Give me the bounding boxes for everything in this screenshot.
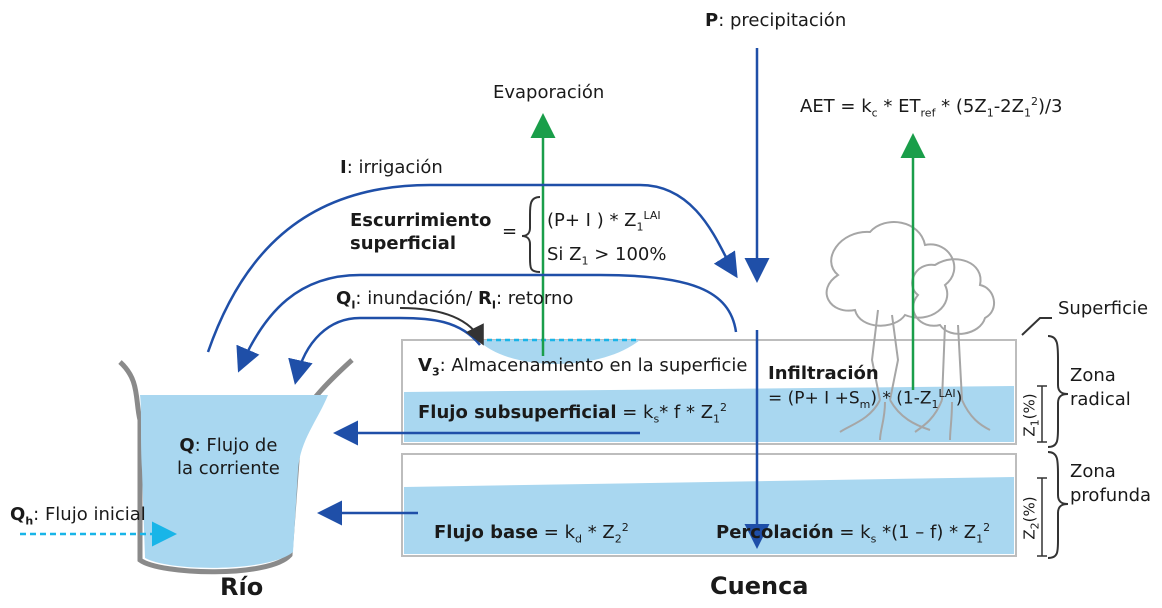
- precipitation-label: P: precipitación: [705, 10, 847, 31]
- superficie-leader: [1021, 317, 1052, 336]
- superficie-label: Superficie: [1058, 298, 1149, 319]
- flood-puddle-arrow: [399, 307, 484, 346]
- zona-profunda-label: Zona profunda: [1070, 461, 1152, 507]
- aet-equation: AET = kc * ETref * (5Z1-2Z12)/3: [800, 95, 1063, 120]
- z2-range-bar: [1037, 477, 1047, 557]
- irrigation-label: I: irrigación: [340, 157, 443, 178]
- z1-label: Z1(%): [1020, 393, 1042, 437]
- evaporation-label: Evaporación: [493, 82, 605, 103]
- zona-profunda-brace: [1047, 451, 1069, 559]
- z1-range-bar: [1037, 385, 1047, 443]
- escurrimiento-eq-line2: Si Z1 > 100%: [547, 244, 667, 268]
- basin-title: Cuenca: [710, 572, 809, 600]
- subsurface-flow-label: Flujo subsuperficial = ks* f * Z12: [418, 401, 728, 426]
- surface-puddle: [478, 338, 640, 364]
- infiltracion-equation: = (P+ I +Sm) * (1-Z1LAI): [768, 387, 963, 412]
- initial-flow-label: Qh: Flujo inicial: [10, 504, 146, 528]
- escurrimiento-brace: [521, 196, 541, 273]
- escurrimiento-label: Escurrimiento superficial: [350, 210, 492, 254]
- flood-return-label: QI: inundación/ RI: retorno: [336, 288, 574, 312]
- escurrimiento-equals: =: [502, 221, 518, 242]
- root-zone-box: [401, 339, 1017, 445]
- infiltracion-label: Infiltración: [768, 363, 879, 384]
- zona-radical-label: Zona radical: [1070, 365, 1131, 411]
- flood-arrow: [236, 273, 738, 373]
- zona-radical-brace: [1047, 335, 1069, 448]
- escurrimiento-eq-line1: (P+ I ) * Z1LAI: [547, 209, 661, 234]
- return-arrow: [288, 316, 481, 385]
- irrigation-arrow: [206, 183, 738, 353]
- percolation-label: Percolación = ks *(1 – f) * Z12: [716, 521, 991, 546]
- river-title: Río: [220, 573, 264, 601]
- river-flow-label: Q: Flujo de la corriente: [177, 435, 280, 480]
- tree-icon: [825, 221, 995, 441]
- z2-label: Z2(%): [1020, 496, 1042, 540]
- baseflow-label: Flujo base = kd * Z22: [434, 521, 629, 546]
- v3-label: V3: Almacenamiento en la superficie: [418, 355, 748, 379]
- deep-zone-box: [401, 453, 1017, 557]
- river-channel: [118, 358, 354, 575]
